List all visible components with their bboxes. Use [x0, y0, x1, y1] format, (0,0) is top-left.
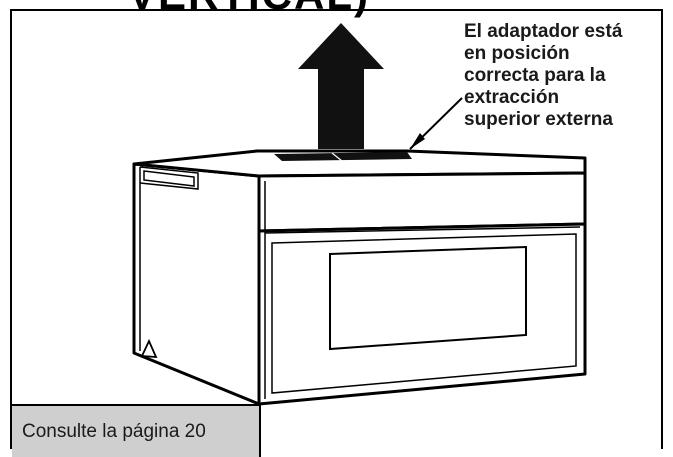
up-arrow-icon: [298, 23, 384, 149]
leader-arrowhead-icon: [410, 133, 425, 149]
microwave-window: [329, 245, 527, 351]
adapter-seam: [331, 152, 343, 162]
side-vent-slot: [143, 170, 195, 187]
vent-adapter: [274, 152, 412, 161]
page-reference-text: Consulte la página 20: [22, 420, 206, 442]
page-reference-box: Consulte la página 20: [12, 404, 261, 457]
callout-line: correcta para la: [464, 65, 606, 86]
microwave-side-panel: [132, 162, 261, 406]
callout-line: superior externa: [464, 109, 613, 130]
callout-line: extracción: [464, 87, 560, 108]
callout-line: en posición: [464, 43, 570, 64]
microwave-front-band: [257, 171, 587, 233]
warning-triangle-icon: [140, 338, 158, 359]
illustration-frame: El adaptador está en posición correcta p…: [10, 9, 663, 449]
page-title: VERTICAL): [128, 0, 370, 16]
callout-line: El adaptador está: [464, 21, 623, 42]
microwave-illustration: [132, 23, 587, 406]
door-frame-line: [271, 233, 577, 394]
side-vent-frame: [139, 166, 199, 190]
door-top-line: [264, 226, 581, 234]
adapter-callout: El adaptador está en posición correcta p…: [464, 21, 661, 131]
